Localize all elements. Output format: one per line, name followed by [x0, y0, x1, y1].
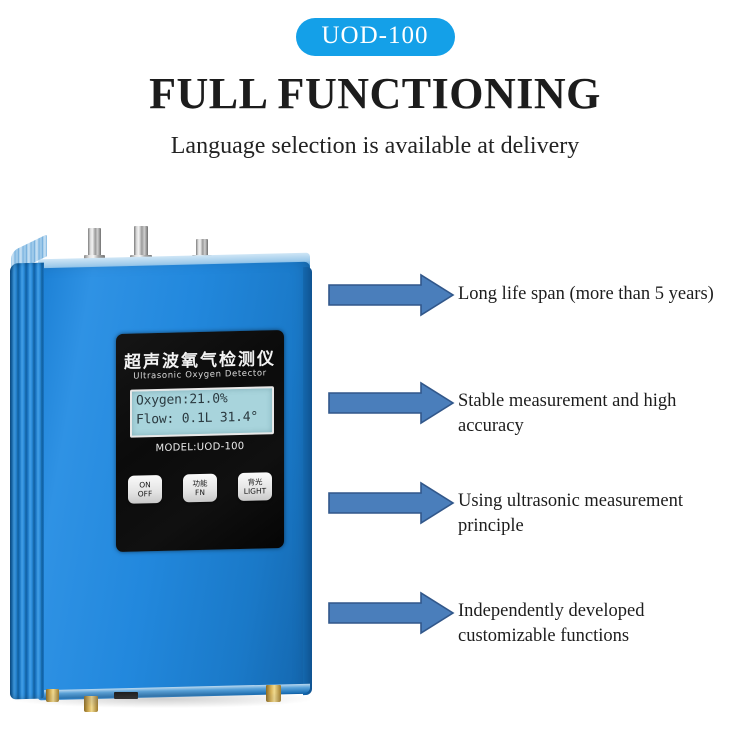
backlight-button-label-bottom: LIGHT — [243, 486, 267, 496]
device-right-edge — [303, 266, 312, 696]
device-drop-shadow — [12, 690, 312, 708]
page-headline: FULL FUNCTIONING — [149, 69, 601, 118]
brass-foot-center — [84, 696, 98, 712]
gas-inlet-port-center — [134, 226, 148, 258]
arrow-right-icon — [328, 273, 455, 317]
device-body: 超声波氧气检测仪 Ultrasonic Oxygen Detector Oxyg… — [10, 234, 320, 712]
arrow-right-icon — [328, 381, 455, 425]
control-faceplate: 超声波氧气检测仪 Ultrasonic Oxygen Detector Oxyg… — [116, 329, 284, 553]
lcd-line-flow: Flow: 0.1L 31.4° — [136, 409, 259, 428]
callout-stable-measurement-text: Stable measurement and high accuracy — [458, 391, 677, 436]
callout-stable-measurement: Stable measurement and high accuracy — [327, 380, 747, 436]
lcd-display: Oxygen:21.0% Flow: 0.1L 31.4° — [130, 386, 274, 438]
callout-ultrasonic-principle: Using ultrasonic measurement principle — [327, 480, 747, 536]
product-model-badge: UOD-100 — [295, 18, 455, 57]
product-badge-container: UOD-100 — [0, 18, 750, 57]
arrow-right-icon — [328, 481, 455, 525]
callout-life-span: Long life span (more than 5 years) — [327, 272, 747, 318]
power-button-label-top: ON — [139, 480, 151, 490]
power-button-label-bottom: OFF — [137, 489, 153, 499]
gas-inlet-port-left — [88, 228, 101, 258]
brass-foot-right — [266, 685, 281, 702]
function-button[interactable]: 功能 FN — [183, 473, 217, 503]
brass-foot-left — [46, 689, 59, 702]
backlight-button[interactable]: 背光 LIGHT — [238, 472, 272, 502]
callout-customizable-functions: Independently developed customizable fun… — [327, 590, 747, 646]
callout-ultrasonic-principle-text: Using ultrasonic measurement principle — [458, 491, 684, 536]
callout-life-span-text: Long life span (more than 5 years) — [458, 284, 714, 304]
device-model-label: MODEL:UOD-100 — [155, 440, 245, 455]
device-button-row: ON OFF 功能 FN 背光 LIGHT — [128, 472, 272, 504]
gas-outlet-port-right — [196, 239, 208, 258]
bottom-connector-port — [114, 692, 138, 699]
device-image: 超声波氧气检测仪 Ultrasonic Oxygen Detector Oxyg… — [0, 212, 330, 712]
function-button-label-top: 功能 — [192, 478, 208, 489]
arrow-right-icon — [328, 591, 455, 635]
power-button[interactable]: ON OFF — [128, 474, 162, 504]
backlight-button-label-top: 背光 — [247, 477, 263, 487]
callout-customizable-functions-text: Independently developed customizable fun… — [458, 601, 645, 646]
function-button-label-bottom: FN — [195, 487, 205, 498]
heatsink-fins — [10, 262, 44, 700]
page-subheadline: Language selection is available at deliv… — [170, 133, 580, 159]
